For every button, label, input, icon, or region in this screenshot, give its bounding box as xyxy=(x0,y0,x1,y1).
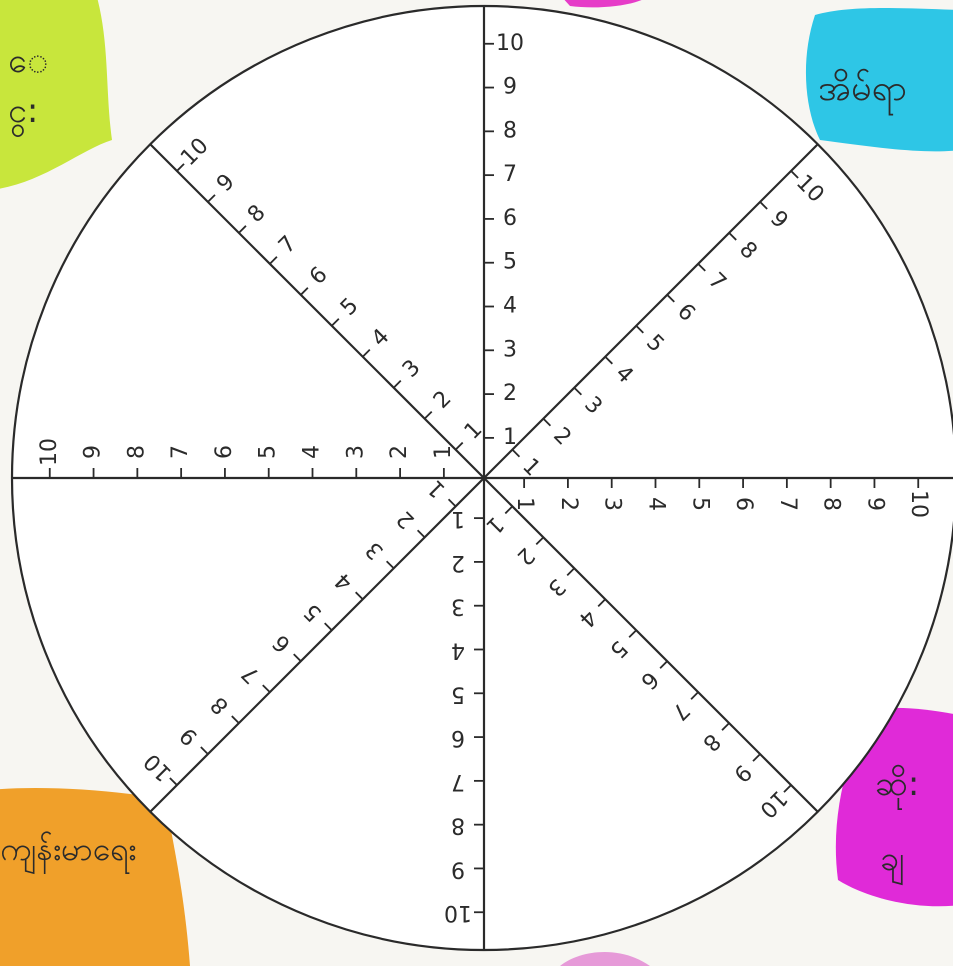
scale-label: 8 xyxy=(451,813,465,838)
scale-label: 2 xyxy=(451,550,465,575)
scale-label: 10 xyxy=(906,490,931,518)
scale-label: 5 xyxy=(503,250,517,275)
scale-label: 3 xyxy=(600,497,625,511)
scale-label: 7 xyxy=(775,497,800,511)
corner-label-bottom-left-line1: ကျန်းမာရေး xyxy=(0,830,136,874)
scale-label: 7 xyxy=(503,162,517,187)
edge-blob-top-center xyxy=(560,0,650,7)
scale-label: 4 xyxy=(300,445,325,459)
scale-label: 6 xyxy=(451,725,465,750)
corner-label-top-right-line1: အိမ်ရာ xyxy=(818,68,907,116)
scale-label: 3 xyxy=(343,445,368,459)
corner-label-top-right: အိမ်ရာ xyxy=(806,8,953,151)
scale-label: 6 xyxy=(503,206,517,231)
edge-blob-bottom-center xyxy=(560,952,650,966)
scale-label: 6 xyxy=(212,445,237,459)
scale-label: 9 xyxy=(81,445,106,459)
scale-label: 10 xyxy=(496,31,524,56)
scale-label: 10 xyxy=(444,900,472,925)
scale-label: 4 xyxy=(451,637,465,662)
scale-label: 3 xyxy=(503,337,517,362)
scale-label: 5 xyxy=(256,445,281,459)
scale-label: 7 xyxy=(451,769,465,794)
scale-label: 9 xyxy=(862,497,887,511)
scale-label: 8 xyxy=(503,118,517,143)
corner-label-top-left: ေ ငွ: xyxy=(0,0,112,190)
scale-label: 9 xyxy=(451,856,465,881)
scale-label: 2 xyxy=(556,497,581,511)
scale-label: 10 xyxy=(37,438,62,466)
corner-label-bottom-right-line1: ဆို: xyxy=(875,764,919,810)
corner-label-top-left-line1: ေ xyxy=(8,41,48,81)
scale-label: 8 xyxy=(124,445,149,459)
scale-label: 8 xyxy=(819,497,844,511)
corner-label-top-left-line2: ငွ: xyxy=(8,91,38,137)
scale-label: 2 xyxy=(503,381,517,406)
scale-label: 5 xyxy=(687,497,712,511)
scale-label: 9 xyxy=(503,75,517,100)
scale-label: 2 xyxy=(387,445,412,459)
scale-label: 4 xyxy=(503,294,517,319)
scale-label: 4 xyxy=(643,497,668,511)
scale-label: 6 xyxy=(731,497,756,511)
scale-label: 5 xyxy=(451,681,465,706)
scale-label: 3 xyxy=(451,594,465,619)
scale-label: 7 xyxy=(168,445,193,459)
corner-label-bottom-right-line2: ချ xyxy=(880,839,905,885)
